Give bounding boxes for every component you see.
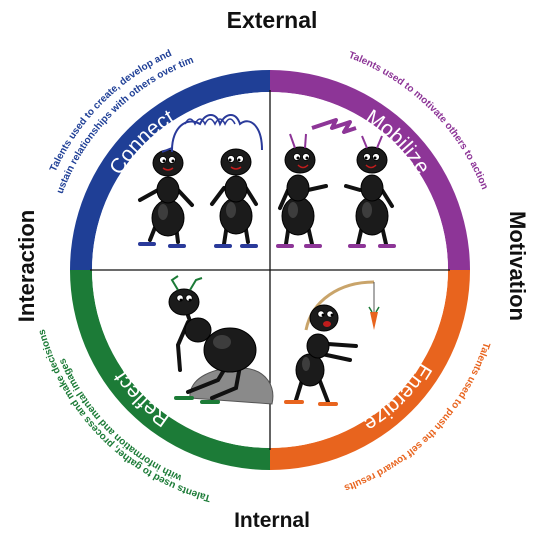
mobilize-ants-illustration — [276, 118, 396, 248]
stick — [304, 280, 375, 331]
connect-ants-illustration — [138, 114, 263, 248]
energize-ant-illustration — [284, 280, 380, 406]
axis-label-interaction: Interaction — [14, 210, 39, 322]
axis-label-external: External — [227, 7, 318, 33]
axis-label-motivation: Motivation — [505, 211, 530, 321]
ring-segment-energize — [270, 270, 470, 470]
carrot-icon — [370, 312, 378, 330]
axis-label-internal: Internal — [234, 509, 310, 532]
ring — [70, 70, 470, 470]
ring-segment-reflect — [70, 270, 270, 470]
ring-segment-mobilize — [270, 70, 470, 270]
reflect-ant-illustration — [168, 275, 274, 405]
ring-segment-connect — [70, 70, 270, 270]
